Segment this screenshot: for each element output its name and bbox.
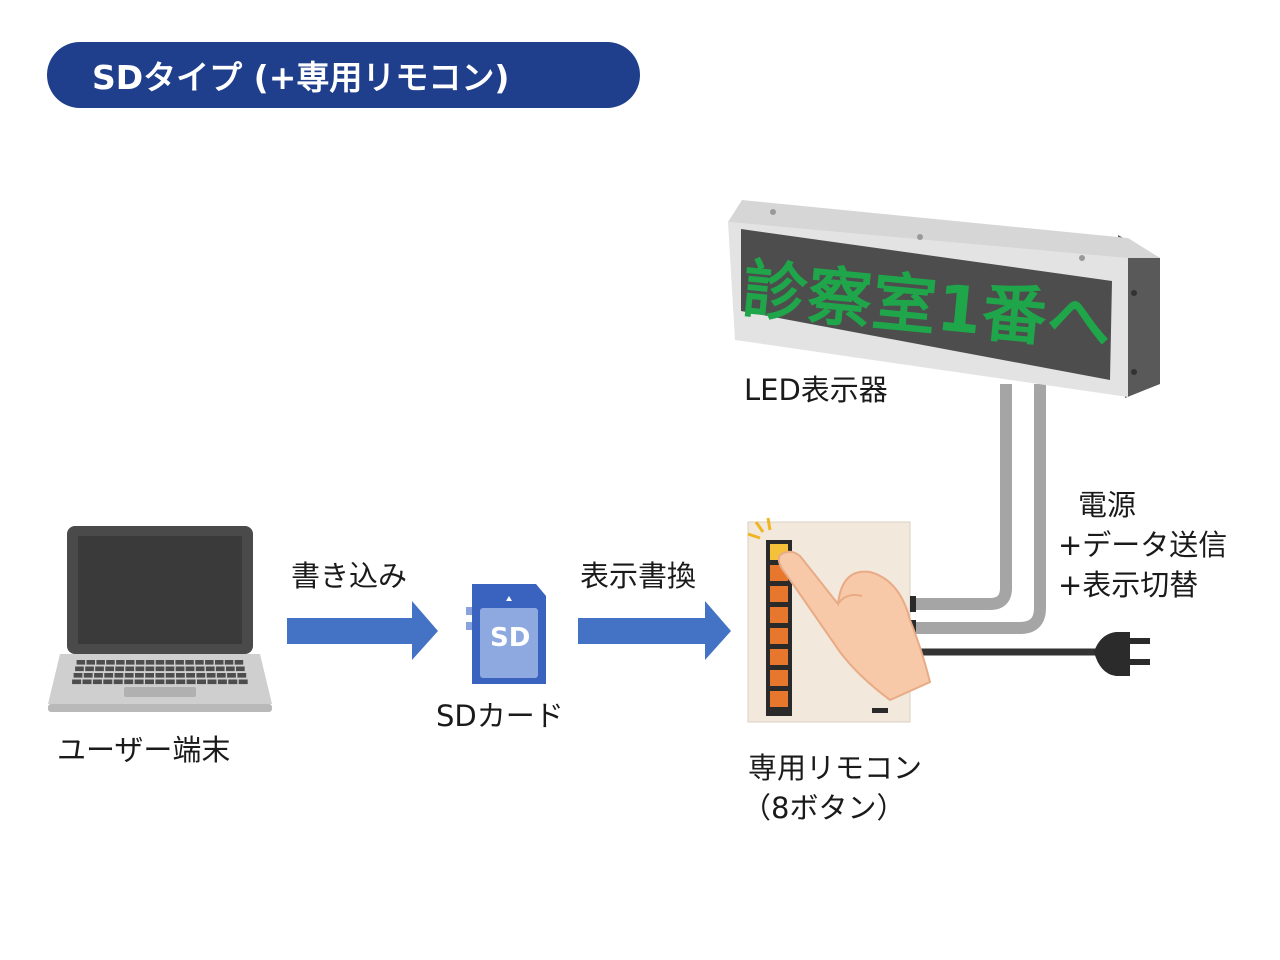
keyboard-key [186, 679, 196, 685]
remote-button [770, 607, 788, 623]
keyboard-key [224, 660, 234, 665]
keyboard-key [145, 660, 155, 665]
label-data-send: +データ送信 [1058, 528, 1228, 562]
keyboard-key [94, 673, 103, 678]
keyboard-key [155, 673, 165, 678]
keyboard-key [175, 666, 185, 672]
keyboard-key [195, 660, 204, 665]
keyboard-key [176, 673, 185, 678]
keyboard-key [114, 673, 124, 678]
keyboard-key [103, 679, 113, 685]
keyboard-key [206, 673, 216, 678]
keyboard-key [185, 666, 195, 672]
sd-card-text: SD [490, 623, 531, 653]
keyboard-key [234, 660, 244, 665]
sd-card-icon [466, 584, 546, 684]
keyboard-key [227, 673, 236, 678]
remote-button [770, 649, 788, 665]
keyboard-key [82, 679, 92, 685]
keyboard-key [145, 673, 154, 678]
keyboard-key [205, 660, 214, 665]
keyboard-key [76, 660, 86, 665]
keyboard-key [226, 666, 235, 672]
keyboard-key [205, 666, 215, 672]
label-remote-line1: 専用リモコン [748, 751, 923, 785]
arrow-write [287, 601, 438, 660]
remote-button [770, 670, 788, 686]
keyboard-key [126, 660, 135, 665]
keyboard-key [155, 666, 165, 672]
keyboard-key [207, 679, 217, 685]
keyboard-key [125, 666, 135, 672]
keyboard-key [92, 679, 102, 685]
keyboard-key [145, 666, 155, 672]
keyboard-key [228, 679, 238, 685]
keyboard-key [238, 679, 248, 685]
power-plug-icon [1094, 632, 1150, 676]
led-display-icon [728, 200, 1160, 398]
title-badge: SDタイプ (+専用リモコン) [47, 42, 640, 108]
keyboard-key [155, 660, 165, 665]
keyboard-key [176, 679, 186, 685]
keyboard-key [165, 660, 174, 665]
keyboard-key [104, 673, 114, 678]
label-write: 書き込み [291, 559, 408, 593]
keyboard-key [75, 666, 84, 672]
keyboard-key [116, 660, 125, 665]
label-led-display: LED表示器 [744, 373, 888, 407]
keyboard-key [113, 679, 123, 685]
keyboard-key [195, 666, 205, 672]
keyboard-key [197, 679, 206, 685]
keyboard-key [186, 673, 195, 678]
keyboard-key [237, 673, 247, 678]
keyboard-key [215, 660, 224, 665]
remote-button [770, 691, 788, 707]
page-title: SDタイプ (+専用リモコン) [92, 58, 510, 97]
keyboard-key [86, 660, 95, 665]
keyboard-key [135, 673, 144, 678]
label-user-terminal: ユーザー端末 [57, 733, 231, 767]
hand-pointing-icon [777, 550, 932, 702]
keyboard-key [134, 679, 144, 685]
keyboard-key [95, 666, 104, 672]
keyboard-key [216, 673, 226, 678]
keyboard-key [236, 666, 245, 672]
keyboard-key [165, 666, 175, 672]
keyboard-key [196, 673, 206, 678]
label-display-rewrite: 表示書換 [580, 559, 697, 593]
label-sd-card: SDカード [436, 699, 564, 733]
keyboard-key [106, 660, 115, 665]
remote-button [770, 586, 788, 602]
keyboard-key [185, 660, 194, 665]
keyboard-key [217, 679, 227, 685]
keyboard-key [115, 666, 124, 672]
arrow-display-rewrite [578, 601, 731, 660]
keyboard-key [145, 679, 154, 685]
keyboard-key [165, 679, 175, 685]
keyboard-key [135, 666, 145, 672]
keyboard-key [124, 679, 134, 685]
label-display-switch: +表示切替 [1058, 568, 1199, 602]
keyboard-key [72, 679, 82, 685]
keyboard-key [73, 673, 83, 678]
keyboard-key [165, 673, 175, 678]
keyboard-key [96, 660, 105, 665]
cables [913, 384, 1100, 656]
keyboard-key [215, 666, 225, 672]
keyboard-key [135, 660, 145, 665]
keyboard-key [155, 679, 165, 685]
keyboard-key [105, 666, 114, 672]
laptop-icon [48, 526, 272, 712]
label-remote-line2: （8ボタン） [742, 791, 906, 825]
keyboard-key [85, 666, 94, 672]
remote-button [770, 628, 788, 644]
keyboard-key [175, 660, 184, 665]
keyboard-key [83, 673, 93, 678]
label-power: 電源 [1078, 488, 1137, 522]
keyboard-key [124, 673, 134, 678]
